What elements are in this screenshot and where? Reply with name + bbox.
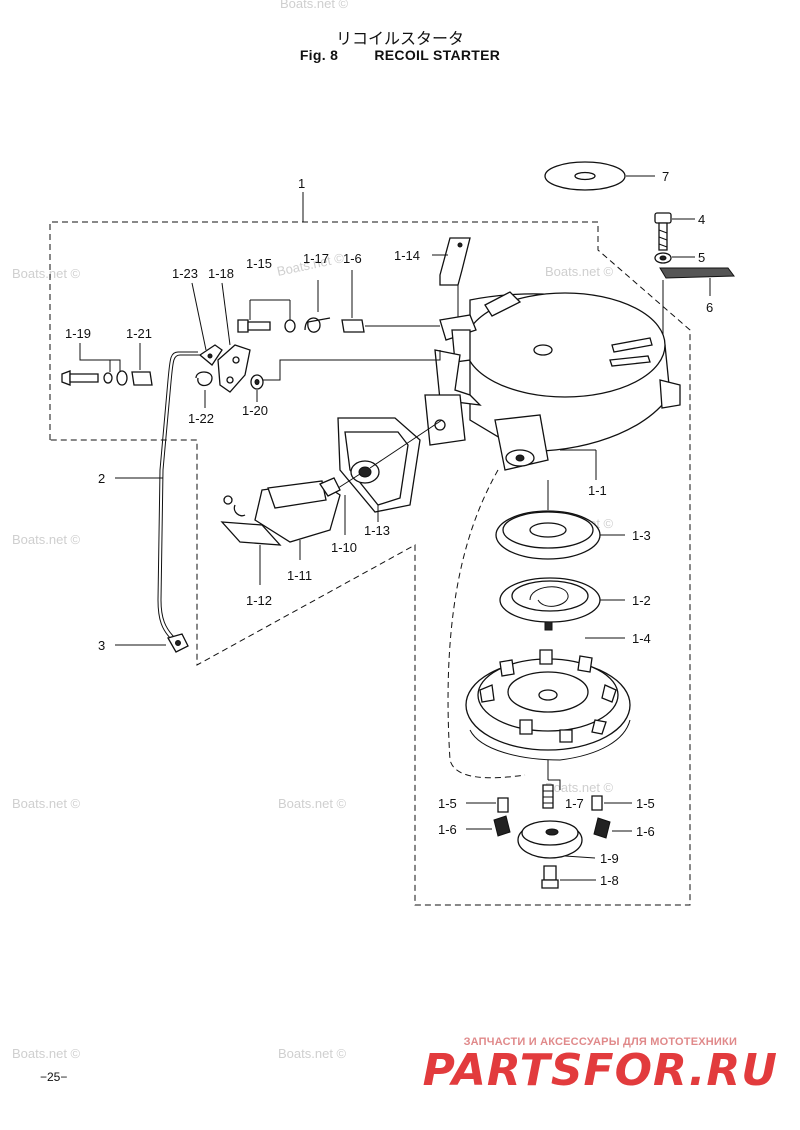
promo-brand-logo: PARTSFOR.RU: [422, 1045, 778, 1096]
part-1-18-plate: [217, 282, 251, 393]
callout-1-2: 1-2: [632, 593, 651, 608]
callout-1-10: 1-10: [331, 540, 357, 555]
figure-title: Fig. 8 RECOIL STARTER: [0, 47, 800, 63]
part-6-pad: [659, 267, 735, 296]
watermark: Boats.net ©: [280, 0, 349, 11]
part-1-8-bolt: [541, 865, 596, 889]
part-1-6-pawl-right: [593, 817, 632, 839]
callout-1-5-right: 1-5: [636, 796, 655, 811]
watermark: Boats.net ©: [12, 532, 81, 547]
part-1-22-spring: [195, 371, 213, 408]
rope-path: [447, 469, 526, 779]
callout-1-7: 1-7: [565, 796, 584, 811]
title-japanese: リコイルスタータ: [335, 29, 464, 48]
callout-1-18: 1-18: [208, 266, 234, 281]
callout-1: 1: [298, 176, 305, 191]
callout-2: 2: [98, 471, 105, 486]
watermark: Boats.net ©: [278, 796, 347, 811]
part-1-9-drive-plate: [517, 820, 596, 859]
part-1-12-insert: [220, 495, 282, 585]
part-2-cable: [115, 351, 200, 641]
callout-1-15: 1-15: [246, 256, 272, 271]
watermark: Boats.net ©: [12, 266, 81, 281]
part-1-20-washer: [250, 374, 264, 402]
assembly-boundary: [49, 221, 691, 906]
part-7-plate: [544, 161, 655, 191]
watermark: Boats.net ©: [12, 796, 81, 811]
callout-1-22: 1-22: [188, 411, 214, 426]
callout-1-12: 1-12: [246, 593, 272, 608]
part-1-19-screw: [61, 343, 153, 386]
title-english: RECOIL STARTER: [374, 47, 501, 63]
part-4-bolt: [654, 212, 695, 251]
callout-1-14: 1-14: [394, 248, 420, 263]
part-1-5-pin-right: [591, 795, 632, 811]
part-1-11-handle: [254, 477, 341, 560]
part-1-15-bolt: [237, 299, 296, 333]
callout-1-6-right: 1-6: [636, 824, 655, 839]
callout-1-4: 1-4: [632, 631, 651, 646]
promo-tagline: ЗАПЧАСТИ И АКСЕССУАРЫ ДЛЯ МОТОТЕХНИКИ: [463, 1036, 738, 1048]
callout-1-13: 1-13: [364, 523, 390, 538]
watermark: Boats.net ©: [545, 264, 614, 279]
callout-1-1: 1-1: [588, 483, 607, 498]
callout-1-23: 1-23: [172, 266, 198, 281]
figure-number: Fig. 8: [299, 47, 339, 63]
part-1-14-bracket: [432, 237, 471, 320]
callout-1-6-top: 1-6: [343, 251, 362, 266]
callout-5: 5: [698, 250, 705, 265]
callout-4: 4: [698, 212, 705, 227]
callout-1-11: 1-11: [287, 568, 312, 583]
part-1-1-case: [464, 291, 681, 480]
part-1-7-spring: [542, 760, 561, 809]
part-1-6-pin-top: [341, 270, 365, 333]
page-number: −25−: [40, 1070, 68, 1084]
callout-1-3: 1-3: [632, 528, 651, 543]
watermark: Boats.net ©: [545, 780, 614, 795]
callout-1-8: 1-8: [600, 873, 619, 888]
callout-7: 7: [662, 169, 669, 184]
callout-6: 6: [706, 300, 713, 315]
part-3-clamp: [115, 633, 189, 653]
part-1-4-reel: [465, 637, 631, 761]
promo-watermark: ЗАПЧАСТИ И АКСЕССУАРЫ ДЛЯ МОТОТЕХНИКИ PA…: [423, 1036, 778, 1094]
leader-line: [262, 350, 441, 381]
watermark: Boats.net ©: [12, 1046, 81, 1061]
callout-labels: 1 4 5 6 7 1-14 1-15 1-17 1-6 1-23 1-18 1…: [65, 169, 713, 888]
callout-1-19: 1-19: [65, 326, 91, 341]
part-1-3-cover: [495, 480, 625, 560]
callout-1-9: 1-9: [600, 851, 619, 866]
part-1-2-spring: [499, 577, 625, 631]
part-1-17-spring: [304, 280, 331, 333]
callout-1-20: 1-20: [242, 403, 268, 418]
callout-1-21: 1-21: [126, 326, 152, 341]
part-1-5-pin-left: [466, 797, 509, 813]
watermark: Boats.net ©: [278, 1046, 347, 1061]
part-5-washer: [654, 252, 695, 264]
callout-1-17: 1-17: [303, 251, 329, 266]
callout-1-5-left: 1-5: [438, 796, 457, 811]
callout-3: 3: [98, 638, 105, 653]
callout-1-6-left: 1-6: [438, 822, 457, 837]
part-1-23-lever: [191, 282, 223, 366]
part-1-6-pawl-left: [466, 815, 511, 837]
part-1-13-grommet: [337, 417, 421, 522]
